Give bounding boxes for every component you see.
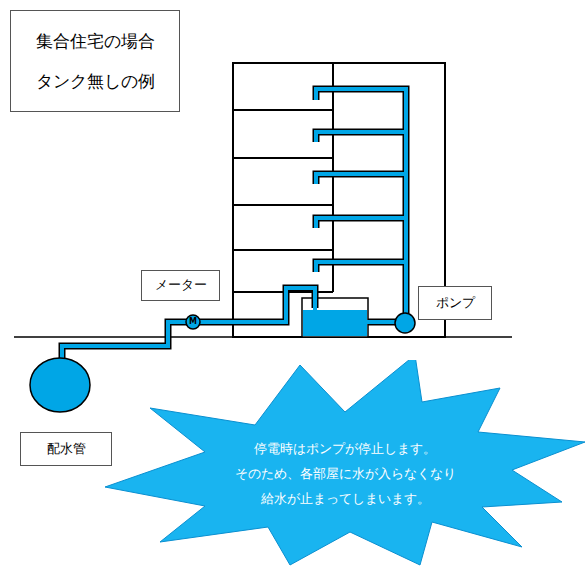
callout-text: 停電時はポンプが停止します。 bbox=[254, 441, 436, 458]
node-text: メーター bbox=[155, 277, 207, 294]
callout-text: そのため、各部屋に水が入らなくなり bbox=[235, 466, 456, 483]
title-box: 集合住宅の場合タンク無しの例 bbox=[10, 10, 180, 112]
meter-symbol bbox=[186, 315, 200, 329]
tank-water bbox=[303, 310, 367, 336]
node-text: ポンプ bbox=[436, 295, 475, 312]
building-outline bbox=[233, 63, 445, 337]
meter-label-box: メーター bbox=[141, 270, 220, 301]
main-label-box: 配水管 bbox=[20, 432, 112, 466]
pipes bbox=[62, 89, 406, 358]
pump-label-box: ポンプ bbox=[418, 286, 492, 320]
distribution-main bbox=[30, 358, 90, 412]
callout-text: 給水が止まってしまいます。 bbox=[261, 491, 430, 508]
starburst-shape bbox=[105, 360, 585, 567]
node-text: タンク無しの例 bbox=[36, 70, 155, 92]
pump-symbol bbox=[395, 313, 415, 333]
meter-mark: M bbox=[189, 318, 197, 326]
node-text: 集合住宅の場合 bbox=[36, 30, 155, 52]
callout-burst: 停電時はポンプが停止します。そのため、各部屋に水が入らなくなり給水が止まってしま… bbox=[105, 360, 585, 567]
node-text: 配水管 bbox=[47, 441, 86, 458]
